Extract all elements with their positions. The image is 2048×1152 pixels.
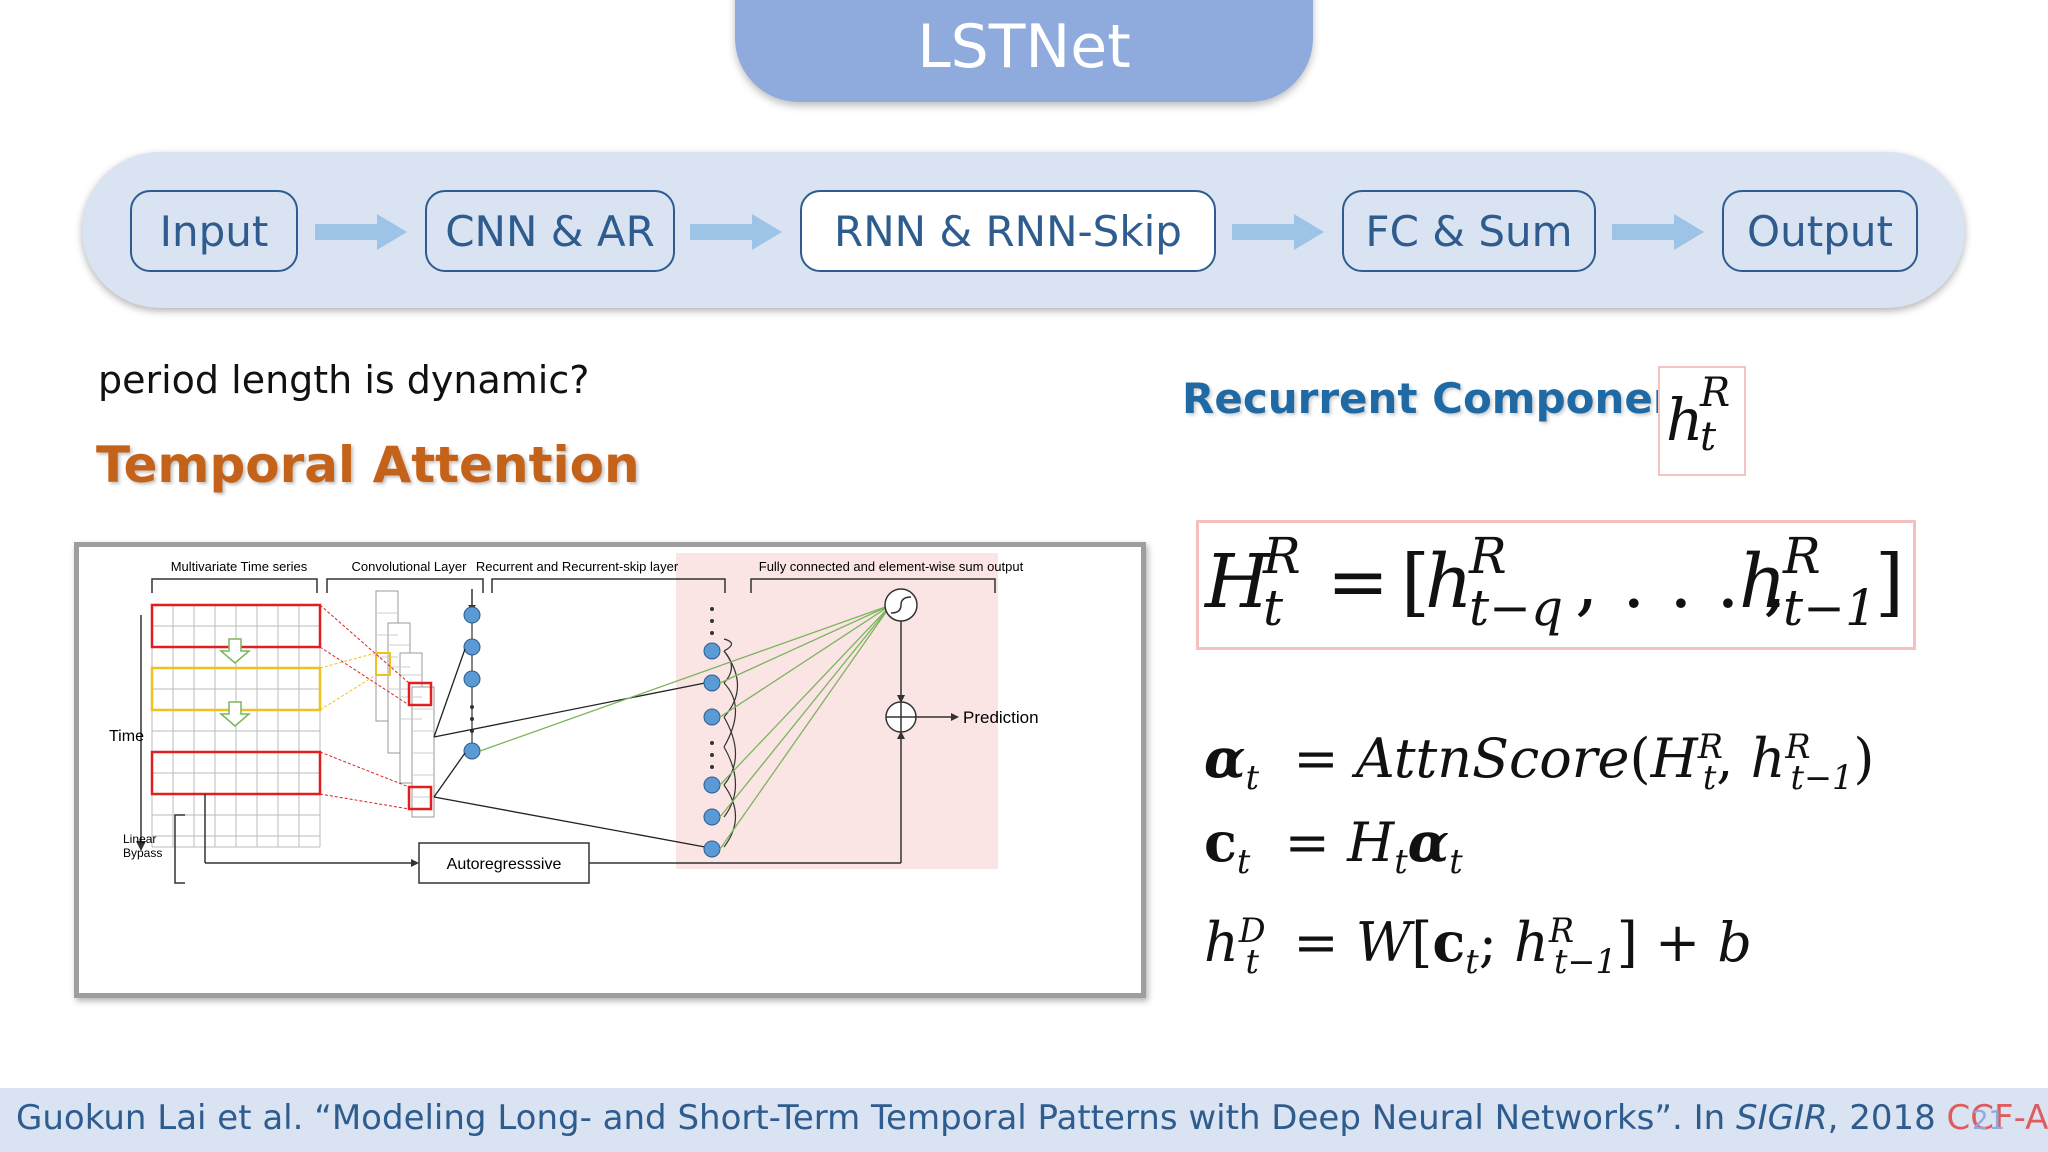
prediction-label: Prediction — [963, 708, 1039, 727]
stage-fc-sum: FC & Sum — [1342, 190, 1596, 272]
skip-node — [703, 674, 721, 692]
stage-cnn-ar: CNN & AR — [425, 190, 675, 272]
skip-node — [703, 840, 721, 858]
lstnet-architecture-figure: Multivariate Time series Convolutional L… — [74, 542, 1146, 998]
down-arrow-icon — [218, 638, 252, 664]
ccf-rank-badge: CCF-A — [1946, 1098, 2048, 1138]
recurrent-component-label: Recurrent Component — [1182, 374, 1703, 423]
rnn-node — [463, 670, 481, 688]
section-heading: Temporal Attention — [96, 436, 640, 494]
skip-node — [703, 776, 721, 794]
output-state-equation: hDt = W[ct; hRt−1] + b — [1204, 910, 1752, 981]
stage-input: Input — [130, 190, 298, 272]
filter-connectors — [319, 604, 410, 810]
down-arrow-icon — [218, 701, 252, 727]
arrow-right-icon — [1612, 214, 1704, 250]
fc-highlight-region — [676, 553, 998, 869]
header-conv: Convolutional Layer — [352, 559, 468, 574]
stage-rnn-skip: RNN & RNN-Skip — [800, 190, 1216, 272]
slide-title: LSTNet — [735, 0, 1313, 102]
conv-filter-top — [407, 681, 433, 707]
header-multivariate: Multivariate Time series — [171, 559, 308, 574]
skip-node — [703, 708, 721, 726]
page-number: 21 — [1972, 1106, 2006, 1136]
citation: Guokun Lai et al. “Modeling Long- and Sh… — [16, 1098, 2048, 1138]
autoregressive-label: Autoregresssive — [447, 856, 562, 873]
footer-bar — [0, 1088, 2048, 1152]
skip-node — [703, 642, 721, 660]
skip-node — [703, 808, 721, 826]
header-recurrent: Recurrent and Recurrent-skip layer — [476, 559, 679, 574]
attention-score-equation: αt = AttnScore(HRt, hRt−1) — [1204, 726, 1875, 797]
window-box-bottom — [150, 750, 322, 796]
rnn-node — [463, 606, 481, 624]
stage-output: Output — [1722, 190, 1918, 272]
arrow-right-icon — [690, 214, 782, 250]
arrow-right-icon — [315, 214, 407, 250]
bypass-label-1: Linear — [123, 832, 156, 846]
hidden-state-box: h R t — [1658, 366, 1746, 476]
bypass-label-2: Bypass — [123, 846, 162, 860]
arrow-right-icon — [1232, 214, 1324, 250]
hidden-matrix-equation: H R t = [ h R t−q , . . . , h R t−1 ] — [1196, 520, 1916, 650]
context-vector-equation: ct = Htαt — [1204, 810, 1463, 881]
autoregressive-box — [418, 842, 590, 884]
time-label: Time — [109, 728, 144, 745]
rnn-node — [463, 742, 481, 760]
skip-ellipsis — [710, 607, 714, 769]
conv-filter-bottom — [407, 785, 433, 811]
conv-cell-lines — [376, 612, 434, 798]
conv-to-rnn-arrows — [433, 648, 706, 848]
rnn-node — [463, 638, 481, 656]
question-note: period length is dynamic? — [98, 358, 590, 402]
header-fc: Fully connected and element-wise sum out… — [759, 559, 1024, 574]
header-brackets — [151, 578, 996, 593]
fc-lines — [479, 604, 892, 850]
